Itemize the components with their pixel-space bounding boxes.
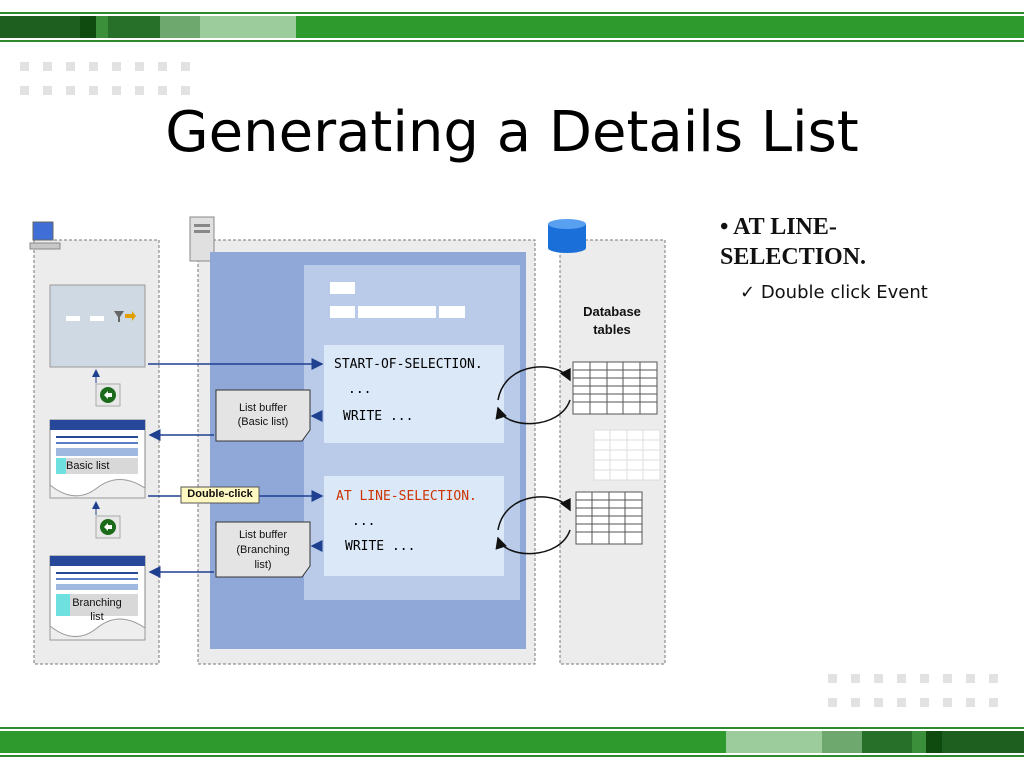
- database-table-1: [572, 361, 658, 415]
- basic-list-label: Basic list: [66, 460, 110, 472]
- selection-screen: [49, 284, 146, 368]
- dot-grid-bottom-right: [828, 674, 998, 707]
- bullet-main-text: AT LINE-SELECTION.: [720, 214, 867, 270]
- bullet-dot: •: [720, 214, 734, 240]
- list-buffer-basic: [215, 389, 311, 442]
- list-buffer-basic-label: List buffer (Basic list): [237, 402, 289, 428]
- bullet-sub-text: Double click Event: [760, 282, 928, 303]
- code-write-2: WRITE ...: [345, 539, 416, 554]
- bullet-main: • AT LINE-SELECTION.: [720, 212, 980, 272]
- database-table-2: [593, 429, 661, 481]
- filter-icon: [114, 311, 136, 322]
- at-line-selection-block: [324, 476, 504, 576]
- branching-list-label: Branching list: [72, 597, 122, 623]
- back-arrow-icon: [95, 515, 121, 539]
- loop-arrow-upper: [495, 366, 571, 425]
- back-arrow-icon: [95, 383, 121, 407]
- bullet-sub: ✓ Double click Event: [740, 282, 928, 303]
- code-write-1: WRITE ...: [343, 409, 414, 424]
- start-of-selection-block: [324, 345, 504, 443]
- branching-list-screen: [49, 555, 146, 641]
- database-icon: [548, 219, 586, 253]
- checkmark-icon: ✓: [740, 282, 761, 303]
- monitor-icon: [29, 221, 61, 250]
- double-click-label: Double-click: [187, 488, 253, 500]
- slide-title: Generating a Details List: [165, 100, 859, 165]
- database-tables-label: Database tables: [583, 304, 641, 337]
- loop-arrow-lower: [495, 496, 571, 555]
- double-click-badge: [180, 486, 260, 504]
- top-thin-line: [0, 12, 1024, 14]
- dot-grid-top-left: [20, 62, 190, 95]
- code-ellipsis-1: ...: [348, 382, 372, 397]
- list-buffer-branching-label: List buffer (Branching list): [236, 529, 290, 571]
- code-ellipsis-2: ...: [352, 514, 376, 529]
- code-at-line-selection: AT LINE-SELECTION.: [336, 489, 477, 504]
- list-buffer-branching: [215, 521, 311, 578]
- code-start-of-selection: START-OF-SELECTION.: [334, 357, 483, 372]
- basic-list-screen: [49, 419, 146, 499]
- database-table-3: [575, 491, 643, 545]
